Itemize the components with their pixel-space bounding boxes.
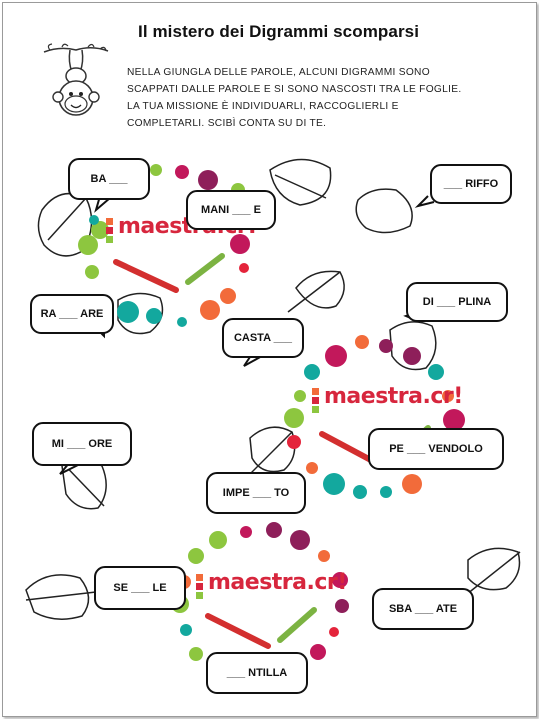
leaf-icon	[467, 547, 521, 591]
monkey-icon	[43, 43, 109, 116]
intro-line: COMPLETARLI. SCIBÌ CONTA SU DI TE.	[127, 118, 327, 129]
pencil-icon	[205, 607, 317, 649]
word-label: MI ___ ORE	[51, 438, 113, 450]
word-bubble-se-le: SE ___ LE	[94, 566, 186, 610]
leaf-icon	[389, 321, 437, 371]
word-bubble-ra-are: RA ___ ARE	[30, 294, 114, 334]
intro-line: NELLA GIUNGLA DELLE PAROLE, ALCUNI DIGRA…	[127, 67, 430, 78]
word-label: SBA ___ ATE	[388, 603, 458, 615]
word-label: ___ RIFFO	[443, 178, 499, 190]
word-bubble-riffo: ___ RIFFO	[430, 164, 512, 204]
word-bubble-ba: BA ___	[68, 158, 150, 200]
word-bubble-ntilla: ___ NTILLA	[206, 652, 308, 694]
word-label: BA ___	[90, 173, 128, 185]
word-label: PE ___ VENDOLO	[389, 443, 483, 455]
page-title: Il mistero dei Digrammi scomparsi	[138, 22, 420, 41]
word-label: RA ___ ARE	[40, 308, 104, 320]
word-bubble-di-plina: DI ___ PLINA	[406, 282, 508, 322]
watermark-square	[106, 227, 113, 234]
word-bubble-mi-ore: MI ___ ORE	[32, 422, 132, 466]
watermark-square	[106, 236, 113, 243]
word-bubble-casta: CASTA ___	[222, 318, 304, 358]
watermark-square	[106, 218, 113, 225]
leaf-icon	[249, 426, 296, 473]
word-bubble-impe-to: IMPE ___ TO	[206, 472, 306, 514]
watermark-square	[312, 406, 319, 413]
intro-line: SCAPPATI DALLE PAROLE E SI SONO NASCOSTI…	[127, 84, 462, 95]
word-bubble-mani-e: MANI ___ E	[186, 190, 276, 230]
intro-text: NELLA GIUNGLA DELLE PAROLE, ALCUNI DIGRA…	[127, 64, 517, 132]
word-label: SE ___ LE	[113, 582, 167, 594]
word-label: CASTA ___	[233, 332, 293, 344]
word-label: IMPE ___ TO	[222, 487, 290, 499]
watermark-square	[196, 583, 203, 590]
watermark-logo: maestra.cr!	[324, 384, 463, 409]
intro-line: LA TUA MISSIONE È INDIVIDUARLI, RACCOGLI…	[127, 101, 399, 112]
watermark-square	[196, 592, 203, 599]
pencil-icon	[113, 253, 225, 293]
word-label: MANI ___ E	[201, 204, 261, 216]
word-bubble-pe-vendolo: PE ___ VENDOLO	[368, 428, 504, 470]
word-label: ___ NTILLA	[226, 667, 288, 679]
word-bubble-sba-ate: SBA ___ ATE	[372, 588, 474, 630]
watermark-square	[312, 388, 319, 395]
watermark-logo: maestra.cr!	[208, 570, 347, 595]
leaf-icon	[355, 188, 413, 234]
word-label: DI ___ PLINA	[422, 296, 492, 308]
watermark-square	[196, 574, 203, 581]
paint-dot-icon	[78, 164, 465, 670]
watermark-square	[312, 397, 319, 404]
leaf-icon	[295, 270, 345, 309]
